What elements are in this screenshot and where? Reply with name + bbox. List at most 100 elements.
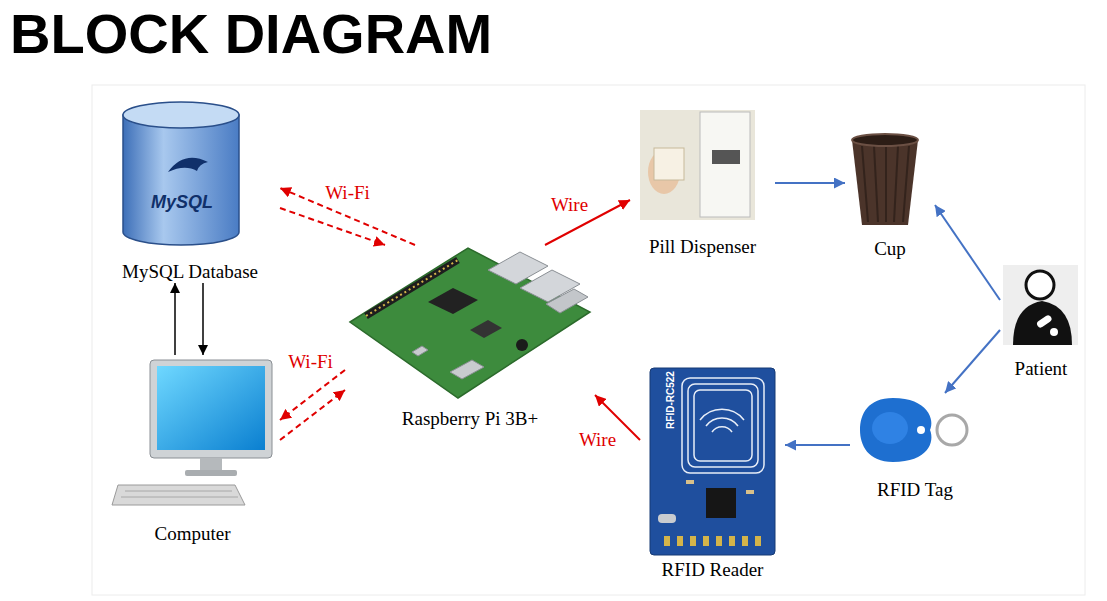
raspberry-pi-board-part xyxy=(428,288,478,314)
rfid-reader-board-part xyxy=(700,409,744,432)
node-label: Computer xyxy=(155,523,231,545)
header-pins-part xyxy=(664,536,670,546)
patient-icon-part xyxy=(1003,265,1078,345)
node-label: RFID Reader xyxy=(662,559,764,581)
header-pins-part xyxy=(716,536,722,546)
pill-dispenser-photo-part xyxy=(700,112,750,217)
dispenser-node: Pill Dispenser xyxy=(630,108,775,258)
cup-icon-part xyxy=(874,146,878,222)
connection-label: Wi-Fi xyxy=(286,352,335,372)
rfid-reader-board xyxy=(650,368,775,555)
header-pins-part xyxy=(690,536,696,546)
connection-label: Wi-Fi xyxy=(323,183,372,203)
cup-icon-part xyxy=(852,140,918,225)
pill-dispenser-photo xyxy=(640,110,755,220)
pill-dispenser-photo-part xyxy=(640,110,755,220)
raspberry-pi-board-part xyxy=(412,346,428,356)
cup-icon-part xyxy=(885,146,887,222)
raspberry-pi-board-part xyxy=(470,320,502,338)
patient-icon-part xyxy=(1013,301,1072,345)
cup-icon xyxy=(852,134,918,225)
database-cylinder xyxy=(123,102,239,245)
rfid-tag-icon-part xyxy=(937,415,967,445)
raspberry-pi-board xyxy=(350,248,590,398)
patient-icon-part xyxy=(1026,271,1054,299)
computer-icon-part xyxy=(150,360,272,458)
cup-icon-part xyxy=(862,146,868,222)
node-label: Pill Dispenser xyxy=(649,236,756,258)
connection-label: Wire xyxy=(577,430,618,450)
raspberry-pi-board-part xyxy=(546,289,588,313)
tag-node: RFID Tag xyxy=(850,393,980,501)
cup-icon-part xyxy=(852,134,918,146)
pill-dispenser-photo-part xyxy=(654,148,684,180)
patient-icon xyxy=(1003,265,1078,345)
flow-arrow xyxy=(775,182,845,184)
computer-icon-part xyxy=(200,458,222,471)
computer-icon xyxy=(112,360,272,505)
flow-arrow xyxy=(785,444,850,446)
flow-arrow xyxy=(174,283,176,355)
node-label: Cup xyxy=(874,238,906,260)
wifi-link-arrow xyxy=(280,390,345,440)
database-cylinder-part xyxy=(123,102,239,128)
page-title: BLOCK DIAGRAM xyxy=(10,4,492,64)
patient-icon-part xyxy=(1036,314,1053,329)
connection-label: Wire xyxy=(549,195,590,215)
rfid-reader-board-part xyxy=(706,488,736,518)
computer-icon-part xyxy=(121,497,238,498)
header-pins xyxy=(664,536,761,546)
database-cylinder-part xyxy=(168,158,208,172)
header-pins-part xyxy=(729,536,735,546)
rfid-reader-board-part xyxy=(682,378,764,473)
wifi-link-arrow xyxy=(280,208,385,245)
rfid-reader-board-part xyxy=(658,514,676,523)
board-marking: RFID-RC522 xyxy=(665,371,676,429)
flow-arrow xyxy=(935,205,1000,300)
node-label: MySQL Database xyxy=(122,261,258,283)
panel xyxy=(92,85,1085,595)
computer-icon-part xyxy=(125,491,232,492)
cup-icon-part xyxy=(894,146,898,222)
logo-text: MySQL xyxy=(151,193,213,213)
rfid-reader-board-part xyxy=(650,368,775,555)
computer-node: Computer xyxy=(105,355,280,545)
node-label: Raspberry Pi 3B+ xyxy=(402,408,538,430)
rfid-reader-board-part xyxy=(688,384,758,467)
database-node: MySQL Database xyxy=(100,98,280,283)
header-pins-part xyxy=(742,536,748,546)
rfid-tag-icon-part xyxy=(917,426,925,434)
node-label: Patient xyxy=(1015,358,1068,380)
computer-icon-part xyxy=(112,485,245,505)
rfid-reader-board-part xyxy=(746,490,754,494)
rfid-tag-icon xyxy=(860,398,967,462)
controller-node: Raspberry Pi 3B+ xyxy=(345,245,595,430)
rfid-reader-board-part xyxy=(694,390,752,461)
flow-arrow xyxy=(945,330,1000,393)
panel-part xyxy=(92,85,1085,595)
wifi-link-arrow xyxy=(280,370,345,420)
header-pins-part xyxy=(703,536,709,546)
raspberry-pi-board-part xyxy=(450,360,484,379)
patient-node: Patient xyxy=(1000,262,1082,380)
reader-node: RFID Reader xyxy=(640,365,785,581)
pill-dispenser-photo-part xyxy=(712,150,740,164)
node-label: RFID Tag xyxy=(877,479,953,501)
header-pins-part xyxy=(677,536,683,546)
raspberry-pi-board-part xyxy=(516,339,528,351)
cup-icon-part xyxy=(903,146,909,222)
rfid-tag-icon-part xyxy=(872,412,908,444)
database-cylinder-part xyxy=(123,115,239,245)
rfid-tag-icon-part xyxy=(860,398,931,462)
computer-icon-part xyxy=(185,470,237,476)
rfid-reader-board-part xyxy=(686,480,694,484)
cup-node: Cup xyxy=(845,130,935,260)
header-pins-part xyxy=(755,536,761,546)
computer-icon-part xyxy=(157,366,265,450)
raspberry-pi-board-part xyxy=(350,248,590,398)
patient-icon-part xyxy=(1050,328,1058,336)
